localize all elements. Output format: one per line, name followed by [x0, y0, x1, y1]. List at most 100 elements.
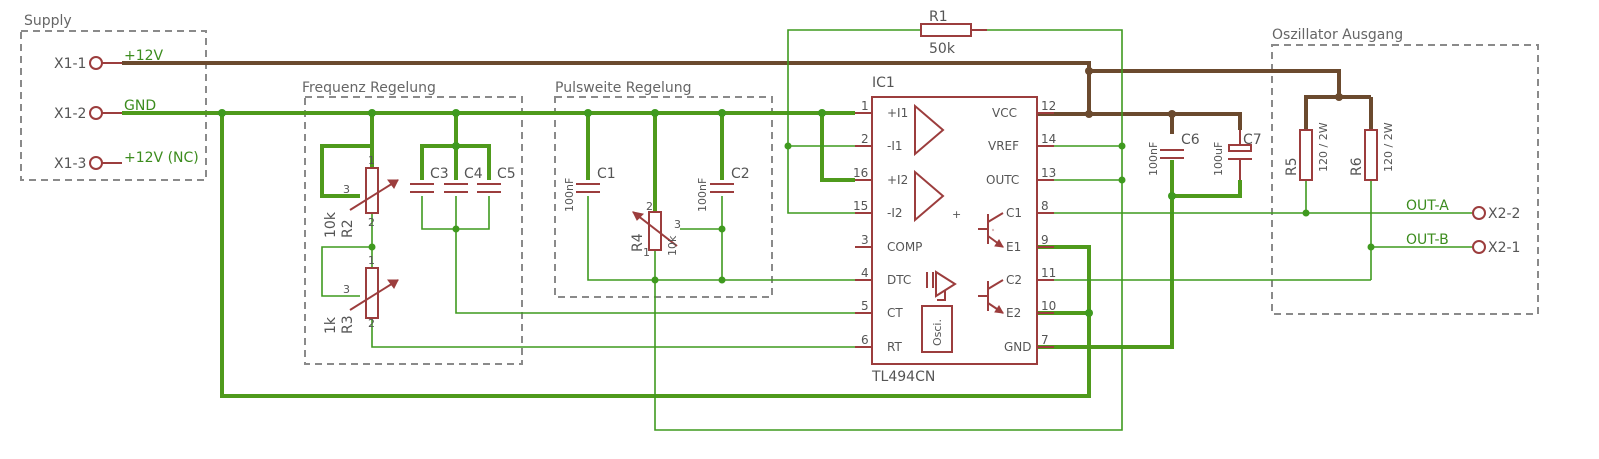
- ic-pin-left-5: 5 CT: [855, 299, 903, 320]
- c1-name: C1: [597, 166, 616, 182]
- resistor-body: [1299, 129, 1313, 181]
- pot-arrow-line: [632, 211, 678, 247]
- connector-x2-1: X2-1: [1472, 240, 1520, 256]
- r1-name: R1: [929, 9, 948, 25]
- junction-dot: [1085, 309, 1093, 317]
- pot-pin-3: 3: [674, 218, 681, 231]
- c2-value: 100nF: [696, 178, 709, 212]
- ic-pin-left-15: 15 -I2: [853, 199, 903, 220]
- ic-pin-left-1: 1 +I1: [855, 99, 908, 120]
- pin-name: VREF: [988, 139, 1019, 153]
- capacitor-c7: C7 100uF: [1212, 130, 1262, 180]
- pin-number: 7: [1041, 333, 1049, 347]
- r1-value: 50k: [929, 41, 956, 57]
- pin-number: 10: [1041, 299, 1056, 313]
- junction-dot: [1168, 192, 1176, 200]
- wire-rt: [371, 318, 855, 348]
- r6-name: R6: [1349, 157, 1365, 176]
- connector-x1-3-label: X1-3: [54, 156, 86, 172]
- plus-sign: +: [952, 208, 961, 221]
- pin-name: VCC: [992, 106, 1017, 120]
- wire-dtc: [587, 196, 855, 281]
- pin-name: -I1: [887, 139, 903, 153]
- pot-arrow-line: [349, 279, 399, 311]
- ic-pin-right-9: 9 E1: [1006, 233, 1054, 254]
- gnd-wire-c5: [456, 144, 491, 180]
- pot-body: [365, 167, 379, 214]
- connector-x1-1: X1-1: [54, 56, 122, 72]
- gnd-wire-r2: [320, 113, 374, 198]
- connector-x2-2: X2-2: [1472, 206, 1520, 222]
- comparator-lead: [937, 290, 946, 301]
- resistor-body: [1364, 129, 1378, 181]
- pin-number: 1: [861, 99, 869, 113]
- net-label-out-a: OUT-A: [1406, 198, 1449, 214]
- junction-dot: [1367, 243, 1375, 251]
- wire-vref-loop: [654, 180, 1123, 431]
- power-wire-load: [1089, 69, 1341, 130]
- pin-name: C2: [1006, 273, 1022, 287]
- wire-out-b: [1370, 246, 1473, 280]
- connector-x1-2: X1-2: [54, 106, 122, 122]
- error-amp-2-symbol: [914, 169, 945, 223]
- pot-pin-3: 3: [343, 183, 350, 196]
- resistor-r6: R6 120 / 2W: [1349, 122, 1395, 181]
- ic-pin-right-10: 10 E2: [1006, 299, 1056, 320]
- frequenz-title: Frequenz Regelung: [302, 80, 436, 96]
- wire-r1-right: [987, 29, 1123, 181]
- frequenz-frame: [304, 96, 523, 365]
- pin-number: 6: [861, 333, 869, 347]
- connector-x2-2-label: X2-2: [1488, 206, 1520, 222]
- wire-r2-r3: [321, 213, 373, 297]
- junction-dot: [1085, 110, 1093, 118]
- potentiometer-r2: 3 1 2 10k R2: [323, 154, 399, 238]
- pin-number: 9: [1041, 233, 1049, 247]
- pin-number: 11: [1041, 266, 1056, 280]
- junction-dot: [218, 109, 226, 117]
- supply-frame: [20, 30, 207, 181]
- pot-arrow-head: [632, 211, 645, 221]
- c3-name: C3: [430, 166, 449, 182]
- capacitor-c6: C6 100nF: [1147, 132, 1200, 176]
- pin-number: 3: [861, 233, 869, 247]
- pot-pin-1: 1: [368, 254, 375, 267]
- pin-name: RT: [887, 340, 902, 354]
- ic-pin-left-6: 6 RT: [855, 333, 902, 354]
- junction-dot: [452, 142, 460, 150]
- c7-value: 100uF: [1212, 142, 1225, 176]
- terminal-circle: [89, 56, 103, 70]
- pin-name: GND: [1004, 340, 1032, 354]
- junction-dot: [818, 109, 826, 117]
- c7-name: C7: [1243, 132, 1262, 148]
- pot-arrow-head: [387, 279, 399, 289]
- c6-name: C6: [1181, 132, 1200, 148]
- ic-pin-left-4: 4 DTC: [855, 266, 911, 287]
- pot-pin-1: 1: [368, 154, 375, 167]
- r3-name: R3: [340, 315, 356, 334]
- r3-value: 1k: [323, 316, 339, 334]
- error-amp-1-symbol: [914, 103, 945, 157]
- c6-value: 100nF: [1147, 142, 1160, 176]
- junction-dot: [718, 109, 726, 117]
- pin-name: +I1: [887, 106, 908, 120]
- net-label-plus12: +12V: [124, 48, 164, 64]
- junction-dot: [651, 109, 659, 117]
- capacitor-c3: C3: [410, 166, 449, 193]
- connector-x1-2-label: X1-2: [54, 106, 86, 122]
- transistor-2-collector: [987, 279, 1004, 290]
- pot-pin-2: 2: [368, 317, 375, 330]
- c4-name: C4: [464, 166, 483, 182]
- pin-name: DTC: [887, 273, 911, 287]
- ic-pin-left-16: 16 +I2: [853, 166, 908, 187]
- r4-name: R4: [630, 233, 646, 252]
- net-label-plus12-nc: +12V (NC): [124, 150, 199, 166]
- capacitor-c5: C5: [477, 166, 516, 193]
- r4-value: 10k: [666, 235, 679, 256]
- pulsweite-frame: [554, 96, 773, 298]
- ic-tl494: IC1 TL494CN 1 +I1 2 -I1 16 +I2 15 -I2 3 …: [853, 75, 1056, 385]
- pin-name: COMP: [887, 240, 922, 254]
- pot-arrow-line: [349, 179, 399, 211]
- potentiometer-r3: 3 1 2 1k R3: [323, 254, 399, 334]
- pin-number: 2: [861, 132, 869, 146]
- junction-dot: [452, 109, 460, 117]
